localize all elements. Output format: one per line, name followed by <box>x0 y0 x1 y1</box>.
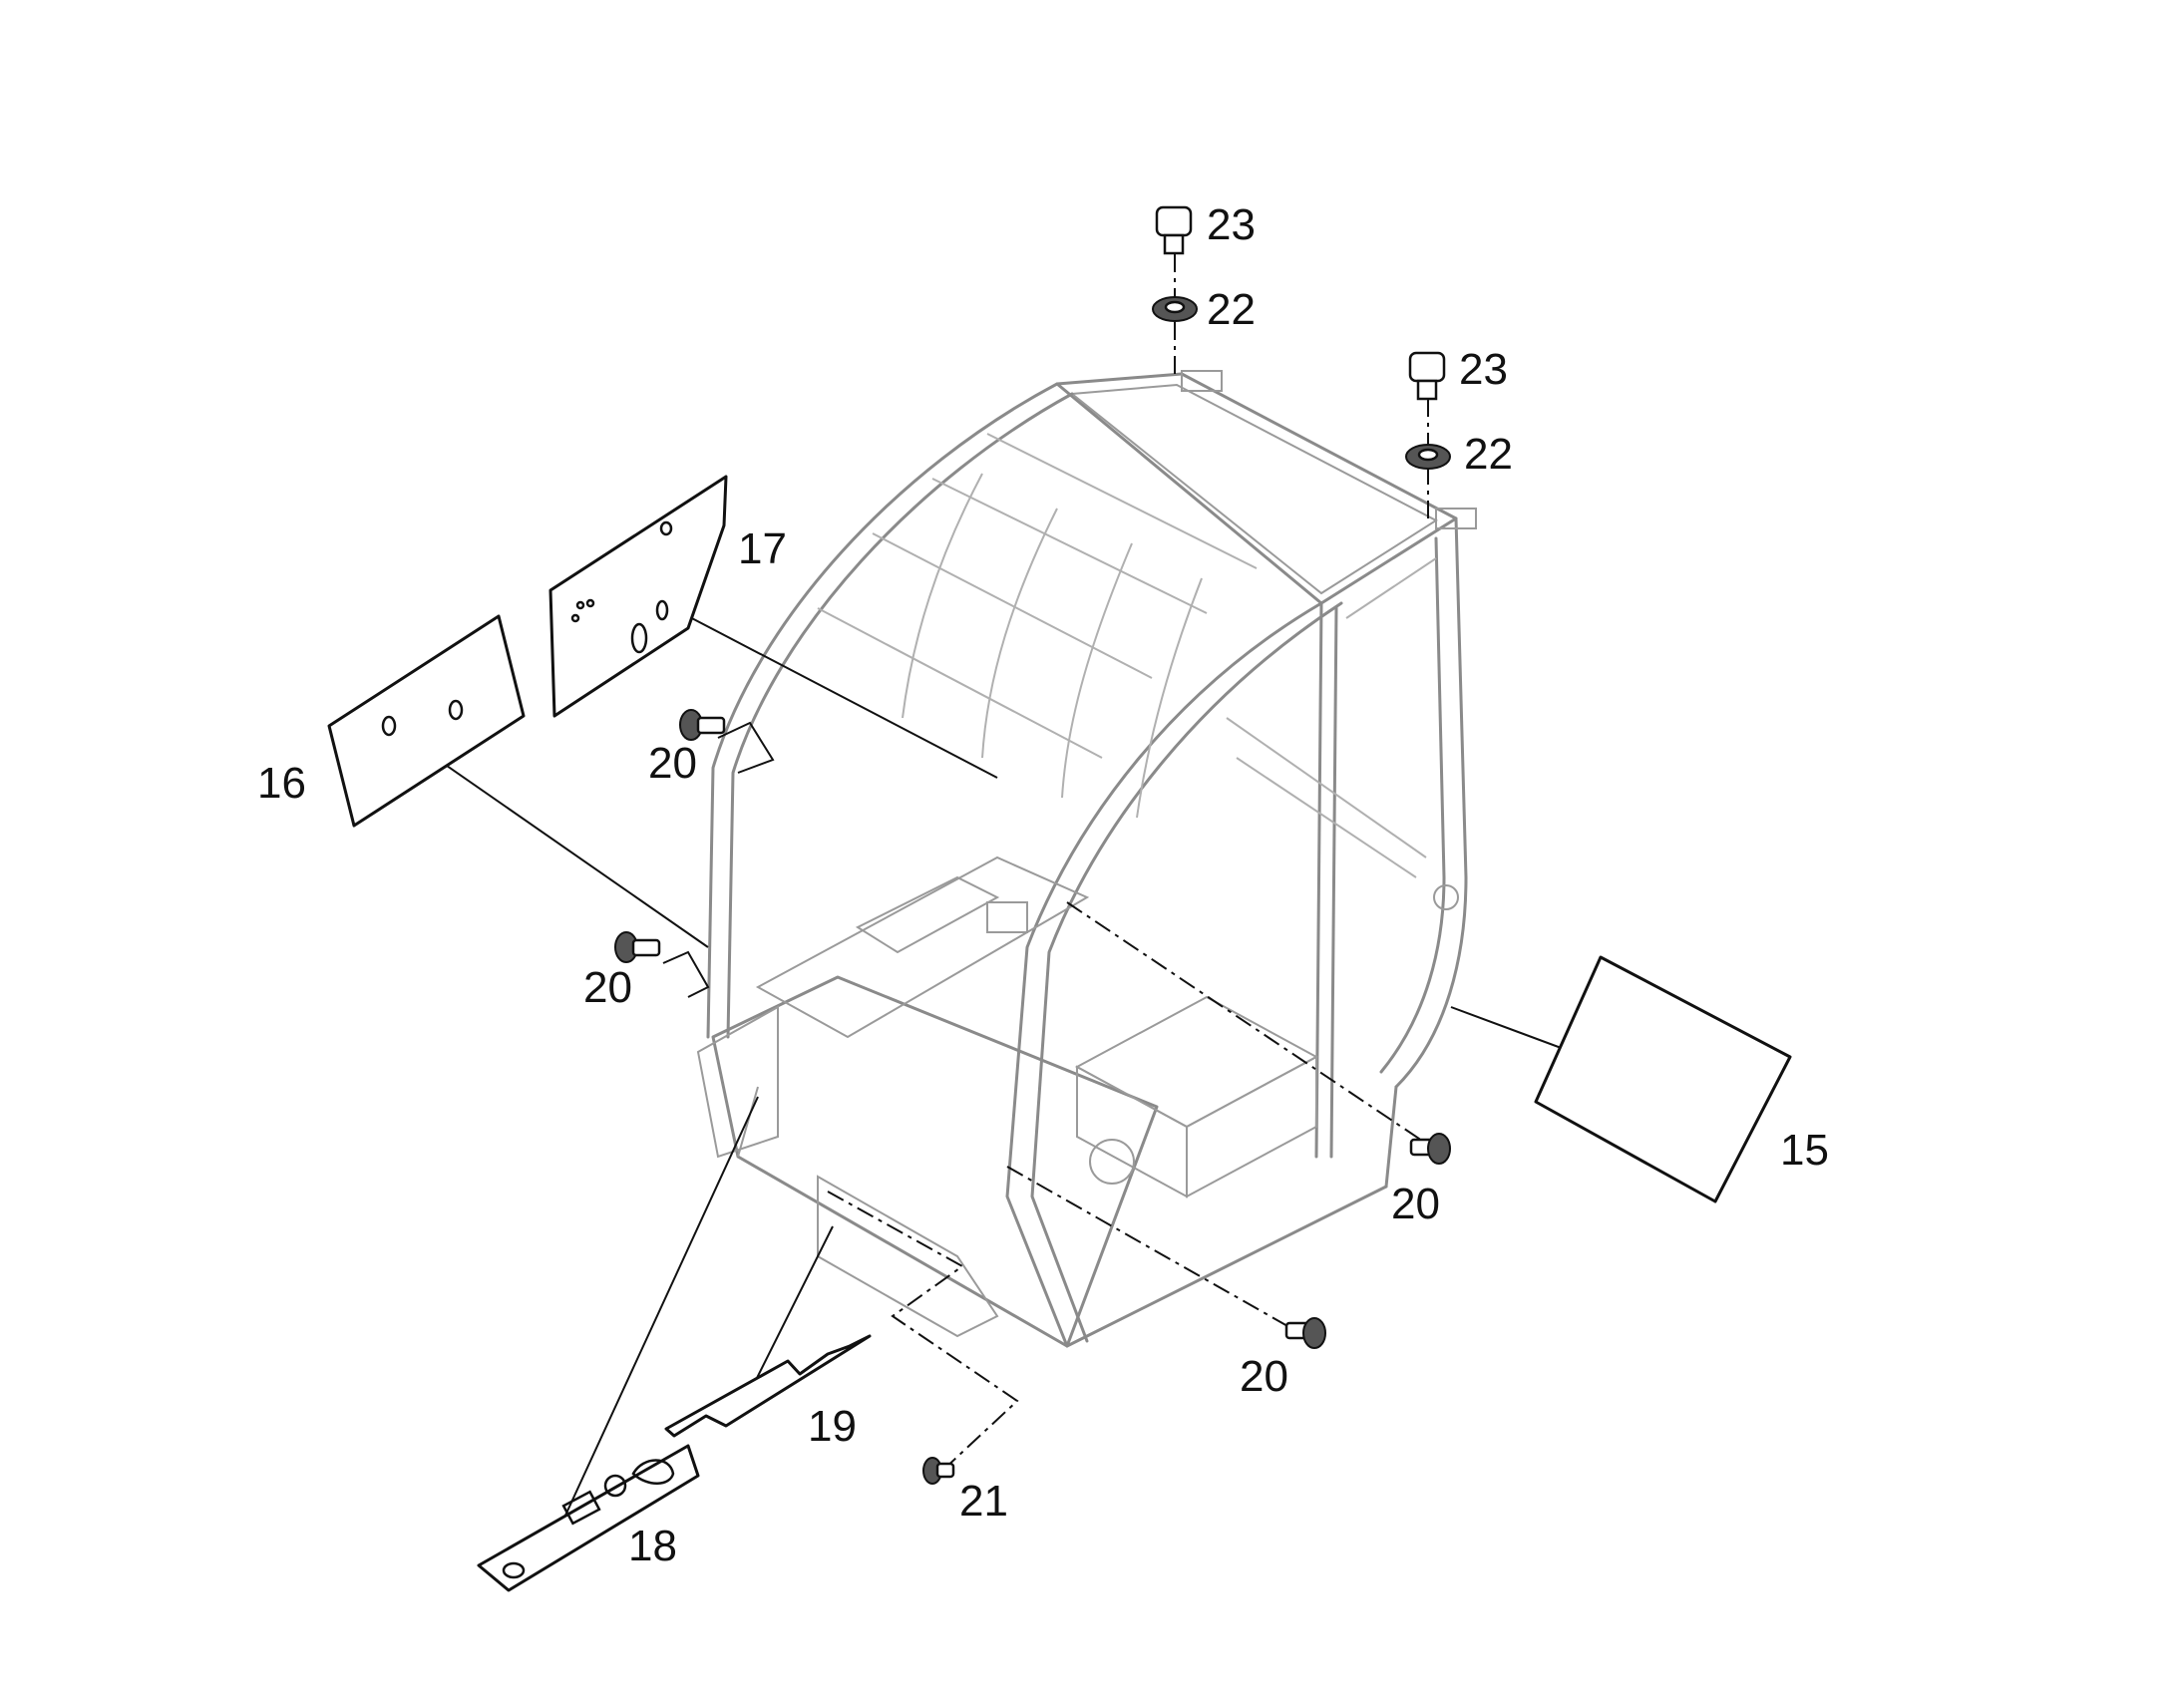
part-15-panel <box>1534 955 1792 1203</box>
callout-17: 17 <box>738 524 787 573</box>
part-20-screw-upper <box>679 709 726 741</box>
callout-23-left: 23 <box>1207 200 1256 249</box>
callout-18: 18 <box>628 1522 677 1570</box>
callout-20-middle: 20 <box>583 963 632 1012</box>
part-20-screw-lower <box>1284 1317 1326 1349</box>
callout-20-lower: 20 <box>1240 1352 1288 1401</box>
part-23-bolt-right <box>1408 351 1446 401</box>
callout-19: 19 <box>808 1402 857 1451</box>
part-19-panel <box>664 1334 872 1438</box>
callout-20-upper: 20 <box>648 739 697 788</box>
callout-22-left: 22 <box>1207 285 1256 334</box>
cab-frame <box>696 370 1477 1348</box>
part-18-panel <box>477 1444 700 1592</box>
callout-22-right: 22 <box>1464 430 1513 479</box>
callout-20-right: 20 <box>1391 1180 1440 1228</box>
part-20-screw-middle <box>614 931 661 963</box>
callout-16: 16 <box>257 759 306 808</box>
callout-15: 15 <box>1780 1126 1829 1175</box>
part-23-bolt-left <box>1155 205 1193 255</box>
part-22-washer-left <box>1152 296 1198 322</box>
part-16-panel <box>327 614 526 828</box>
part-20-screw-right <box>1409 1133 1451 1165</box>
part-21-clip <box>922 1457 955 1485</box>
part-17-panel <box>548 475 728 718</box>
callout-23-right: 23 <box>1459 345 1508 394</box>
part-22-washer-right <box>1405 444 1451 470</box>
callout-21: 21 <box>959 1477 1008 1526</box>
